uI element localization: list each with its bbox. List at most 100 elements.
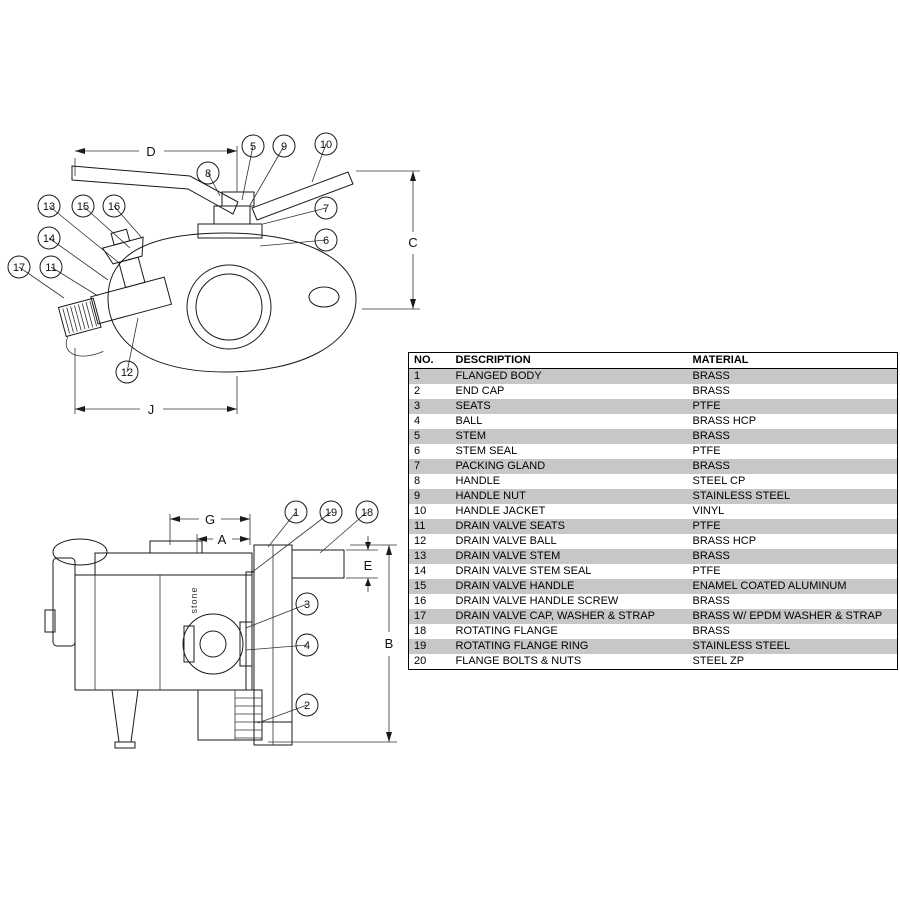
- part-material: BRASS HCP: [692, 415, 757, 427]
- svg-text:15: 15: [77, 201, 89, 213]
- callout-17: 17: [7, 255, 31, 279]
- callout-5: 5: [241, 134, 265, 158]
- part-no: 17: [414, 610, 427, 622]
- part-description: DRAIN VALVE STEM SEAL: [455, 565, 592, 577]
- part-no: 9: [414, 490, 421, 502]
- side-view-diagram: stone G A E: [44, 500, 397, 749]
- part-description: DRAIN VALVE CAP, WASHER & STRAP: [455, 610, 655, 622]
- callout-13: 13: [37, 194, 61, 218]
- callout-12: 12: [115, 360, 139, 384]
- part-material: BRASS: [692, 625, 730, 637]
- dimension-c: C: [356, 170, 420, 310]
- callout-3: 3: [295, 592, 319, 616]
- svg-text:16: 16: [108, 201, 120, 213]
- dim-label-b: B: [385, 636, 394, 651]
- svg-text:12: 12: [121, 367, 133, 379]
- callout-9: 9: [272, 134, 296, 158]
- part-material: BRASS: [692, 385, 730, 397]
- part-material: ENAMEL COATED ALUMINUM: [692, 580, 847, 592]
- part-description: ROTATING FLANGE: [455, 625, 558, 637]
- svg-text:6: 6: [323, 235, 329, 247]
- part-material: BRASS: [692, 550, 730, 562]
- part-no: 6: [414, 445, 421, 457]
- part-material: BRASS: [692, 370, 730, 382]
- part-description: STEM: [455, 430, 487, 442]
- part-description: DRAIN VALVE BALL: [455, 535, 557, 547]
- callout-4: 4: [295, 633, 319, 657]
- svg-text:17: 17: [13, 262, 25, 274]
- svg-text:2: 2: [304, 700, 310, 712]
- callout-19: 19: [319, 500, 343, 524]
- callout-18: 18: [355, 500, 379, 524]
- part-no: 8: [414, 475, 421, 487]
- top-view-diagram: D C J: [7, 132, 420, 417]
- callout-16: 16: [102, 194, 126, 218]
- part-no: 18: [414, 625, 427, 637]
- callout-2: 2: [295, 693, 319, 717]
- dim-label-a: A: [218, 532, 227, 547]
- part-no: 14: [414, 565, 427, 577]
- part-no: 2: [414, 385, 421, 397]
- part-no: 12: [414, 535, 427, 547]
- svg-text:1: 1: [293, 507, 299, 519]
- handle-top: [71, 165, 354, 221]
- table-row: 18 ROTATING FLANGE BRASS: [409, 624, 898, 639]
- part-material: BRASS W/ EPDM WASHER & STRAP: [692, 610, 883, 622]
- part-no: 20: [414, 655, 427, 667]
- part-description: HANDLE JACKET: [455, 505, 546, 517]
- svg-text:18: 18: [361, 507, 373, 519]
- part-no: 7: [414, 460, 421, 472]
- part-material: STEEL CP: [692, 475, 746, 487]
- part-material: STAINLESS STEEL: [692, 490, 791, 502]
- part-material: BRASS: [692, 430, 730, 442]
- part-material: STEEL ZP: [692, 655, 745, 667]
- part-description: FLANGE BOLTS & NUTS: [455, 655, 582, 667]
- svg-text:13: 13: [43, 201, 55, 213]
- top-callout-leaders: [18, 143, 327, 373]
- part-no: 1: [414, 370, 421, 382]
- dim-label-g: G: [205, 512, 215, 527]
- parts-table-header-row: NO. DESCRIPTION MATERIAL: [408, 352, 898, 369]
- dim-label-c: C: [408, 235, 417, 250]
- table-row: 12 DRAIN VALVE BALL BRASS HCP: [409, 534, 898, 549]
- dim-label-e: E: [364, 558, 373, 573]
- dimension-g: G: [169, 512, 251, 545]
- part-no: 5: [414, 430, 421, 442]
- callout-8: 8: [196, 161, 220, 185]
- part-description: HANDLE NUT: [455, 490, 526, 502]
- dimension-b: B: [268, 544, 397, 743]
- part-material: VINYL: [692, 505, 725, 517]
- callout-7: 7: [314, 196, 338, 220]
- side-callouts: 1 19 18 3 4 2: [284, 500, 379, 717]
- body-marking-text: stone: [189, 586, 199, 613]
- part-description: DRAIN VALVE HANDLE: [455, 580, 575, 592]
- callout-11: 11: [39, 255, 63, 279]
- part-description: PACKING GLAND: [455, 460, 546, 472]
- svg-text:14: 14: [43, 233, 55, 245]
- valve-body-side: stone: [44, 538, 345, 749]
- part-description: BALL: [455, 415, 483, 427]
- part-no: 3: [414, 400, 421, 412]
- drain-valve-assembly: [57, 228, 173, 357]
- svg-text:11: 11: [45, 262, 56, 274]
- part-material: BRASS HCP: [692, 535, 757, 547]
- callout-6: 6: [314, 228, 338, 252]
- table-row: 20 FLANGE BOLTS & NUTS STEEL ZP: [409, 654, 898, 670]
- table-row: 9 HANDLE NUT STAINLESS STEEL: [408, 489, 898, 504]
- col-header-no: NO.: [408, 352, 451, 369]
- part-material: PTFE: [692, 520, 721, 532]
- callout-14: 14: [37, 226, 61, 250]
- dim-label-d: D: [146, 144, 155, 159]
- svg-text:9: 9: [281, 141, 287, 153]
